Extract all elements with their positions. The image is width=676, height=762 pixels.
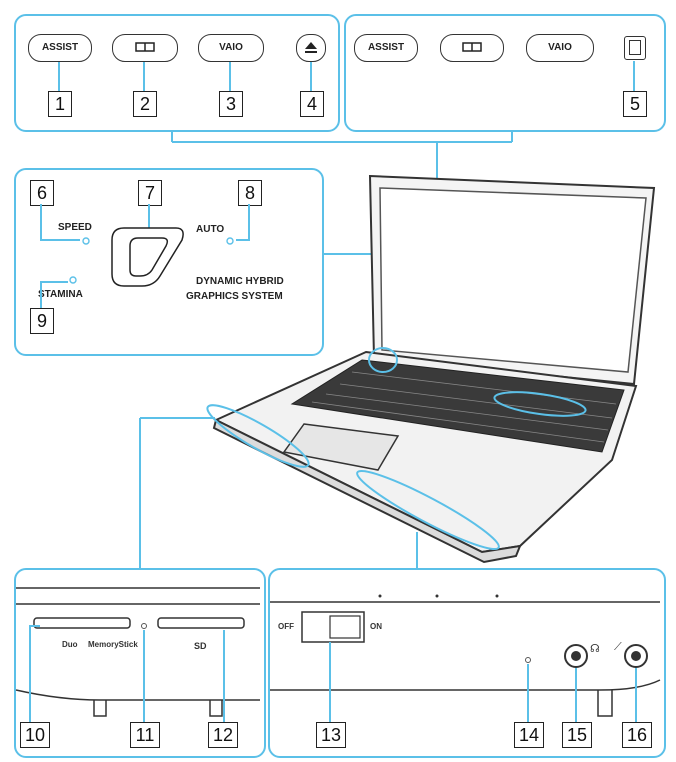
display-toggle-button-alt[interactable] bbox=[440, 34, 504, 62]
media-access-indicator bbox=[141, 623, 147, 629]
sd-card-slot bbox=[157, 617, 245, 629]
auto-label: AUTO bbox=[196, 224, 225, 235]
duo-label: Duo bbox=[62, 640, 78, 649]
speed-label: SPEED bbox=[58, 222, 92, 233]
callout-2: 2 bbox=[133, 91, 157, 117]
stamina-label: STAMINA bbox=[38, 289, 83, 300]
laptop-screen bbox=[379, 187, 647, 373]
callout-14: 14 bbox=[514, 722, 544, 748]
sd-label: SD bbox=[194, 641, 207, 651]
panel-top-right bbox=[344, 14, 666, 132]
graphics-system-label: GRAPHICS SYSTEM bbox=[186, 291, 283, 302]
callout-15: 15 bbox=[562, 722, 592, 748]
callout-12: 12 bbox=[208, 722, 238, 748]
callout-9: 9 bbox=[30, 308, 54, 334]
wlan-indicator bbox=[525, 657, 531, 663]
callout-16: 16 bbox=[622, 722, 652, 748]
callout-5: 5 bbox=[623, 91, 647, 117]
callout-10: 10 bbox=[20, 722, 50, 748]
eject-button[interactable] bbox=[296, 34, 326, 62]
stamina-indicator bbox=[69, 276, 77, 284]
assist-button-alt[interactable]: ASSIST bbox=[354, 34, 418, 62]
p-key-icon bbox=[629, 40, 641, 55]
performance-selector-switch bbox=[111, 227, 184, 287]
callout-4: 4 bbox=[300, 91, 324, 117]
off-label: OFF bbox=[278, 622, 294, 631]
speed-indicator bbox=[82, 237, 90, 245]
panel-top-left bbox=[14, 14, 340, 132]
display-icon bbox=[462, 42, 482, 53]
dynamic-hybrid-label: DYNAMIC HYBRID bbox=[196, 276, 284, 287]
vaio-button-alt[interactable]: VAIO bbox=[526, 34, 594, 62]
callout-3: 3 bbox=[219, 91, 243, 117]
callout-13: 13 bbox=[316, 722, 346, 748]
callout-7: 7 bbox=[138, 180, 162, 206]
display-icon bbox=[135, 42, 155, 53]
wireless-switch-knob bbox=[329, 615, 361, 639]
microphone-icon: ⟋ bbox=[614, 640, 622, 653]
callout-1: 1 bbox=[48, 91, 72, 117]
assist-button[interactable]: ASSIST bbox=[28, 34, 92, 62]
headphones-icon: ☊ bbox=[590, 642, 600, 655]
memory-stick-slot bbox=[33, 617, 131, 629]
vaio-button[interactable]: VAIO bbox=[198, 34, 264, 62]
laptop-keyboard bbox=[290, 359, 625, 453]
callout-11: 11 bbox=[130, 722, 160, 748]
on-label: ON bbox=[370, 622, 382, 631]
display-toggle-button[interactable] bbox=[112, 34, 178, 62]
callout-6: 6 bbox=[30, 180, 54, 206]
memory-stick-label: MemoryStick bbox=[88, 640, 138, 649]
eject-icon bbox=[305, 42, 317, 54]
auto-indicator bbox=[226, 237, 234, 245]
power-key-p[interactable] bbox=[624, 36, 646, 60]
